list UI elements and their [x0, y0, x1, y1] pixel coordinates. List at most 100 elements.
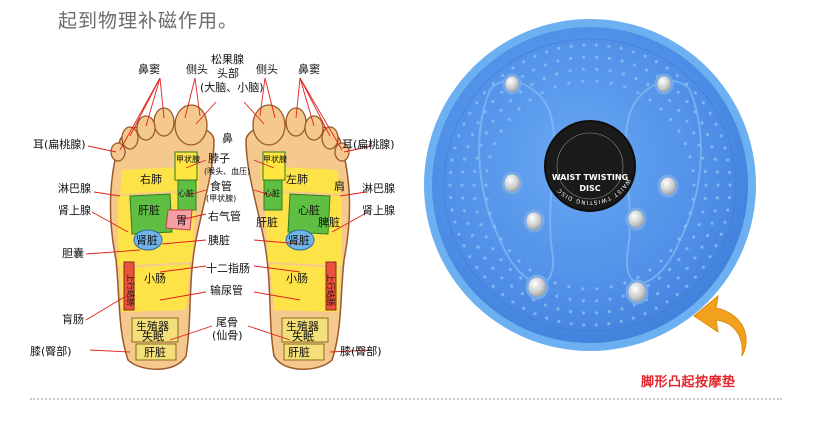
label-nose: 鼻 [222, 131, 233, 145]
label-esophagus-sub: (甲状腺) [206, 193, 236, 203]
massage-dot [500, 90, 504, 94]
massage-dot [656, 292, 660, 296]
massage-dot [666, 284, 670, 288]
left-foot [109, 104, 215, 370]
massage-dot [582, 43, 586, 47]
massage-dot [659, 259, 663, 263]
massage-dot [607, 309, 612, 314]
massage-dot [643, 312, 647, 316]
label-small-int-left: 小肠 [144, 272, 166, 285]
massage-dot [475, 210, 479, 214]
massage-dot [453, 220, 457, 224]
massage-dot [466, 221, 470, 225]
massage-dot [706, 132, 710, 137]
label-right-trachea: 右气管 [208, 209, 241, 223]
label-heart-right: 心脏 [298, 204, 320, 217]
massage-dot [491, 284, 495, 288]
massage-dot [511, 300, 515, 304]
label-left-lung: 左肺 [286, 173, 308, 186]
bottom-caption: 脚形凸起按摩垫 [641, 375, 736, 390]
massage-dot [520, 74, 524, 78]
massage-dot [568, 297, 572, 301]
massage-dot [714, 244, 718, 248]
massage-dot [449, 170, 453, 175]
massage-dot [507, 117, 511, 121]
massage-dot [607, 44, 611, 48]
massage-dot [472, 183, 476, 187]
massage-dot [654, 60, 658, 64]
badge-line2: DISC [579, 184, 600, 193]
massage-dot [631, 50, 635, 54]
massage-dot [479, 143, 483, 147]
massage-dot [713, 209, 718, 213]
massage-dot [479, 223, 483, 227]
massage-dot [499, 108, 503, 112]
massage-dot [609, 285, 613, 289]
big-toe-left [174, 104, 208, 146]
label-nose-sinus-left: 鼻窦 [138, 62, 160, 76]
massage-dot [703, 196, 707, 201]
massage-dot [619, 46, 623, 51]
massage-dot [581, 299, 585, 303]
massage-dot [461, 170, 465, 174]
massage-dot [644, 68, 649, 72]
massage-dot [499, 129, 503, 133]
label-rectum: 肓肠 [62, 312, 84, 326]
massage-dot [714, 122, 718, 126]
massage-dot [528, 268, 532, 272]
label-kidney-right: 肾脏 [288, 234, 310, 247]
label-ear-left: 耳(扁桃腺) [33, 137, 86, 151]
massage-dot [491, 266, 495, 270]
massage-dot [557, 46, 561, 51]
massage-dot [646, 82, 650, 87]
massage-dot [545, 316, 549, 320]
massage-dot [688, 155, 692, 159]
label-liver-left: 肝脏 [138, 204, 160, 217]
massage-dot [685, 119, 689, 123]
massage-dot [692, 131, 696, 135]
massage-dot [706, 233, 710, 238]
massage-dot [700, 121, 704, 125]
massage-dot [693, 275, 698, 279]
label-adrenal-left: 肾上腺 [58, 203, 91, 217]
massage-dot [669, 249, 673, 253]
massage-dot [643, 54, 647, 58]
massage-dot [723, 220, 727, 224]
massage-dot [594, 323, 598, 327]
massage-dot [484, 183, 488, 187]
massage-dot [522, 306, 526, 310]
massage-dot [654, 306, 658, 310]
massage-dot [522, 60, 526, 64]
massage-dot [677, 258, 681, 262]
massage-dot [485, 169, 489, 173]
massage-dot [555, 72, 559, 76]
massage-dot [621, 294, 625, 298]
massage-dot [462, 244, 466, 248]
massage-dot [476, 121, 480, 125]
massage-dot [665, 300, 669, 304]
massage-dot [569, 44, 573, 48]
massage-dot [685, 284, 689, 288]
massage-dot [708, 255, 712, 259]
massage-dot [493, 142, 497, 146]
massage-dot [693, 91, 698, 95]
massage-dot [692, 183, 696, 187]
massage-dot [460, 183, 464, 187]
massage-dot [669, 117, 673, 121]
label-ear-right: 耳(扁桃腺) [342, 137, 395, 151]
massage-dot [488, 155, 492, 159]
label-duodenum: 十二指肠 [206, 261, 250, 275]
massage-dot [457, 232, 461, 236]
label-head: 头部 [217, 66, 239, 80]
massage-dot [608, 69, 612, 73]
massage-dot [595, 287, 599, 291]
massage-dot [483, 91, 487, 95]
massage-dot [461, 196, 465, 200]
footprint-right-outline [624, 80, 702, 284]
massage-dot [715, 196, 719, 200]
right-foot [245, 104, 351, 370]
massage-dot [519, 90, 523, 94]
massage-dot [449, 195, 453, 200]
massage-dot [581, 311, 586, 315]
massage-dot [710, 221, 714, 225]
